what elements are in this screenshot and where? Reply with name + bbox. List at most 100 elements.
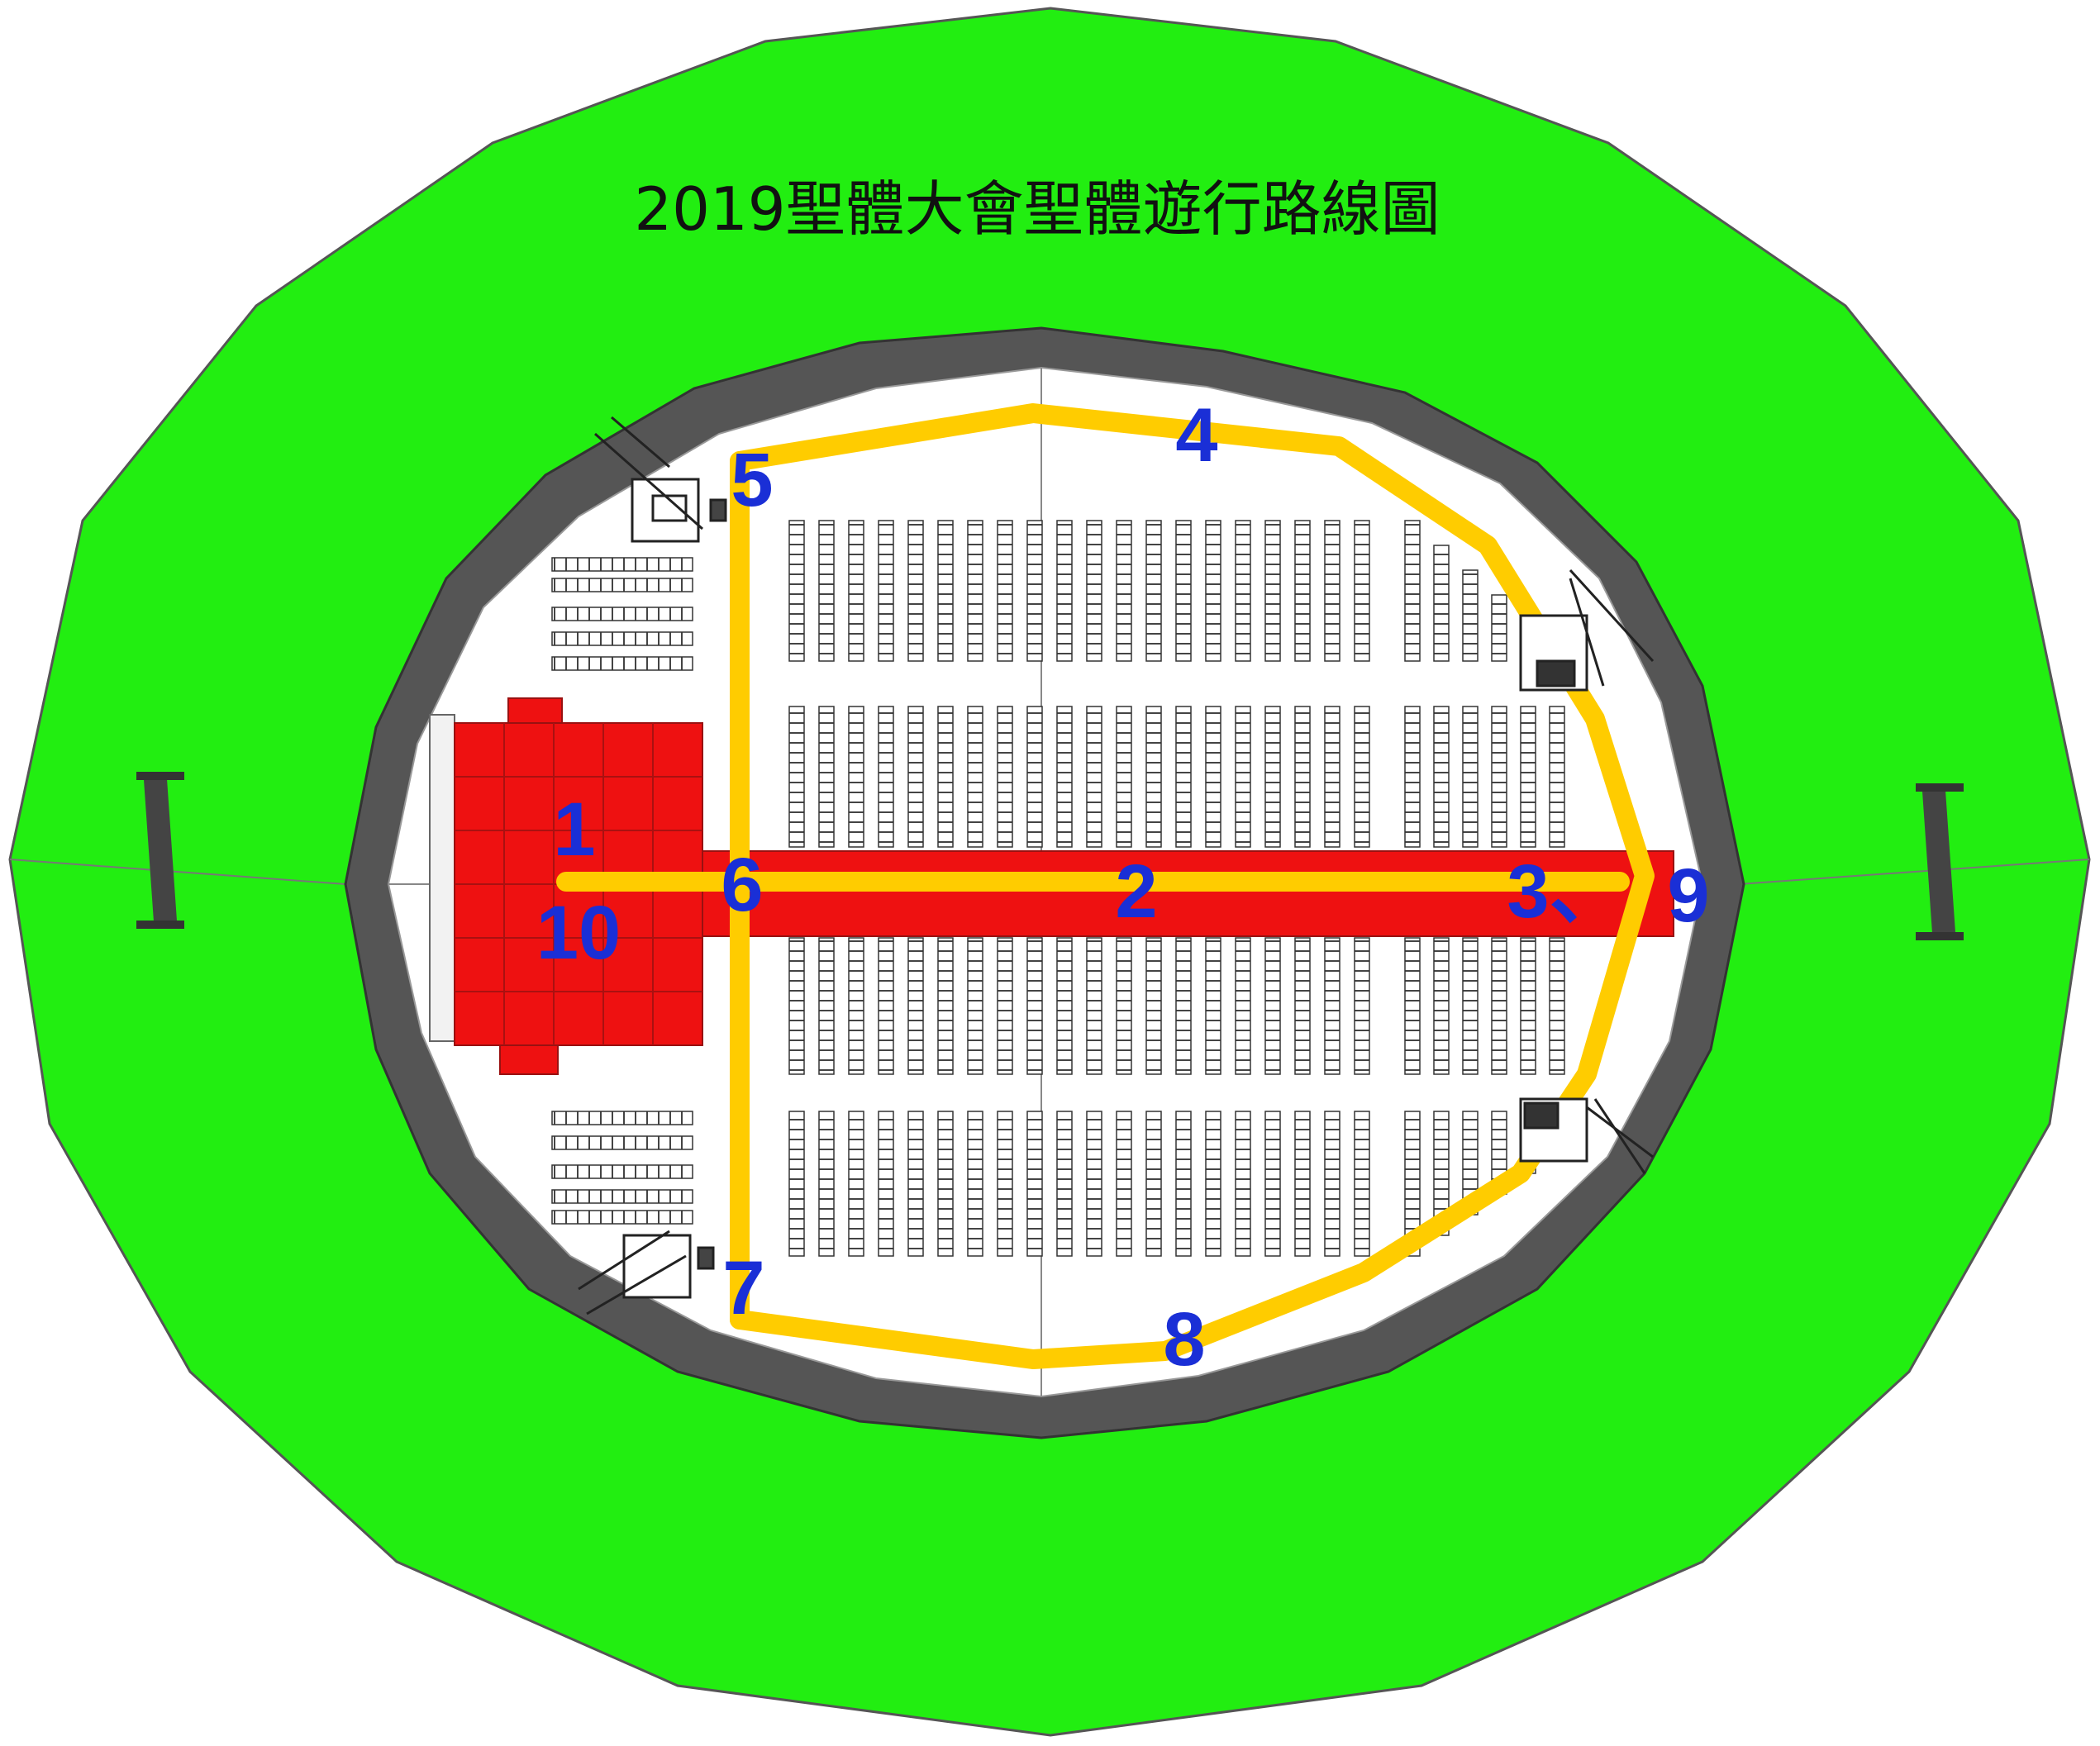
seat-column [1145, 706, 1162, 848]
seat-column [1549, 706, 1565, 848]
seat-column [907, 520, 924, 662]
route-stop-label-2: 2 [1115, 849, 1157, 934]
seat-column [1145, 520, 1162, 662]
route-stop-label-5: 5 [731, 438, 773, 522]
seat-column [937, 706, 954, 848]
seat-column [1324, 706, 1340, 848]
seat-column [1145, 1111, 1162, 1257]
seat-column [1404, 520, 1421, 662]
seat-column [1116, 520, 1132, 662]
seat-column [967, 1111, 983, 1257]
route-stop-label-3: 3、 [1507, 849, 1625, 934]
seat-column [1491, 706, 1507, 848]
seat-column [1294, 1111, 1311, 1257]
seat-column [878, 706, 894, 848]
seat-column [1056, 706, 1073, 848]
seat-row [551, 557, 693, 572]
seat-column [1205, 937, 1221, 1075]
seat-column [848, 1111, 864, 1257]
goal-post-icon-left [136, 772, 184, 929]
seat-row [551, 607, 693, 621]
seat-column [1404, 937, 1421, 1075]
seat-column [907, 1111, 924, 1257]
seat-column [1235, 520, 1251, 662]
seat-column [1235, 1111, 1251, 1257]
route-stop-label-8: 8 [1163, 1297, 1205, 1382]
seat-column [818, 706, 835, 848]
seat-column [937, 520, 954, 662]
seat-column [788, 706, 805, 848]
route-stop-label-9: 9 [1667, 854, 1709, 938]
seat-column [848, 937, 864, 1075]
seat-blocks [551, 520, 1565, 1257]
seat-column [967, 706, 983, 848]
seat-row [551, 656, 693, 671]
seat-column [1026, 706, 1043, 848]
seat-column [1294, 706, 1311, 848]
seat-column [878, 1111, 894, 1257]
seat-column [1520, 937, 1536, 1075]
seat-column [1491, 937, 1507, 1075]
seat-column [1294, 937, 1311, 1075]
seat-column [1086, 520, 1102, 662]
seat-row [551, 1135, 693, 1150]
procession-route [556, 403, 1655, 1369]
camera-crane-icon-top-left [594, 416, 727, 543]
seat-column [1462, 569, 1479, 662]
map-title: 2019聖體大會聖體遊行路線圖 [634, 174, 1440, 244]
seat-column [1549, 937, 1565, 1075]
seat-column [1264, 520, 1281, 662]
seat-column [1294, 520, 1311, 662]
seat-column [1324, 937, 1340, 1075]
seat-column [1056, 937, 1073, 1075]
seat-row [551, 1111, 693, 1125]
seat-column [848, 706, 864, 848]
seat-column [788, 520, 805, 662]
seat-column [937, 937, 954, 1075]
seat-column [1145, 937, 1162, 1075]
seat-column [1354, 1111, 1370, 1257]
seat-column [997, 520, 1013, 662]
seat-column [1354, 706, 1370, 848]
field-midline-left [9, 859, 346, 885]
seat-column [1116, 1111, 1132, 1257]
seat-column [1026, 1111, 1043, 1257]
seat-column [907, 937, 924, 1075]
seat-column [1086, 937, 1102, 1075]
seat-column [1264, 937, 1281, 1075]
seat-column [1205, 706, 1221, 848]
seat-column [1404, 1111, 1421, 1257]
seat-column [1056, 520, 1073, 662]
seat-column [1175, 706, 1192, 848]
seat-column [1433, 1111, 1450, 1236]
route-stop-label-6: 6 [721, 843, 763, 927]
seat-column [1205, 1111, 1221, 1257]
seat-column [1056, 1111, 1073, 1257]
seat-column [1324, 520, 1340, 662]
camera-crane-icon-bottom-left [578, 1230, 715, 1315]
seat-column [848, 520, 864, 662]
seat-column [1086, 706, 1102, 848]
route-stop-label-4: 4 [1175, 393, 1217, 478]
seat-column [1175, 937, 1192, 1075]
seat-column [1491, 594, 1507, 662]
seat-column [1404, 706, 1421, 848]
seat-column [788, 937, 805, 1075]
seat-column [1324, 1111, 1340, 1257]
seat-column [1235, 937, 1251, 1075]
seat-column [1026, 937, 1043, 1075]
seat-column [1116, 937, 1132, 1075]
seat-row [551, 1189, 693, 1204]
seat-column [1433, 545, 1450, 662]
seat-column [1462, 706, 1479, 848]
seat-column [1235, 706, 1251, 848]
seat-column [997, 937, 1013, 1075]
seat-column [1520, 706, 1536, 848]
seat-column [1026, 520, 1043, 662]
seat-column [818, 520, 835, 662]
seat-column [818, 1111, 835, 1257]
seat-column [878, 937, 894, 1075]
seat-column [997, 706, 1013, 848]
seat-column [1116, 706, 1132, 848]
